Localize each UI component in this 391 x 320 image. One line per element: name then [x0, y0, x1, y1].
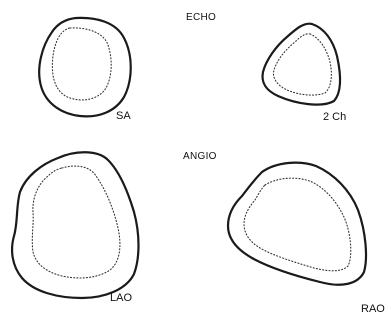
echo-heading: ECHO: [186, 12, 216, 23]
two-chamber-view: 2 Ch: [263, 24, 347, 123]
sa-view: SA: [39, 18, 131, 122]
angio-heading: ANGIO: [183, 151, 217, 162]
two-ch-outer-contour: [263, 24, 341, 105]
rao-outer-contour: [228, 163, 366, 285]
lao-view: LAO: [12, 152, 138, 304]
lao-inner-contour: [32, 166, 120, 278]
lao-outer-contour: [12, 152, 138, 298]
lao-label: LAO: [110, 292, 132, 304]
rao-view: RAO: [228, 163, 385, 315]
rao-inner-contour: [244, 178, 351, 271]
rao-label: RAO: [361, 303, 385, 315]
two-ch-inner-contour: [273, 34, 331, 95]
sa-label: SA: [116, 110, 131, 122]
sa-inner-contour: [52, 28, 111, 100]
two-ch-label: 2 Ch: [323, 111, 346, 123]
